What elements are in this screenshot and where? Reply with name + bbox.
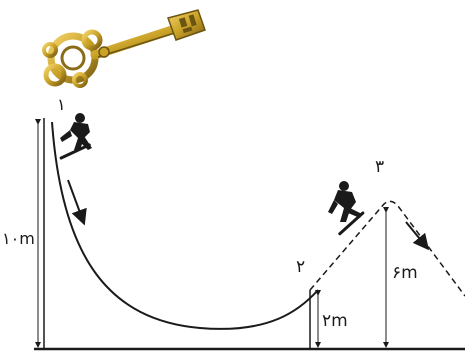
arrow-icon (405, 221, 430, 251)
height-2m-label: ۲m (322, 311, 348, 331)
height-10m-label: ۱۰m (2, 229, 35, 248)
track-curve (51, 121, 319, 330)
point-3-label: ۳ (375, 157, 384, 177)
key-icon (42, 9, 206, 88)
height-6m-label: ۶m (392, 263, 418, 283)
point-1-label: ۱ (57, 95, 66, 114)
skateboarder-icon (328, 181, 365, 236)
skateboarder-icon (59, 113, 92, 160)
point-2-label: ۲ (296, 257, 305, 277)
arrow-icon (67, 179, 87, 226)
dashed-trajectory (309, 200, 465, 297)
